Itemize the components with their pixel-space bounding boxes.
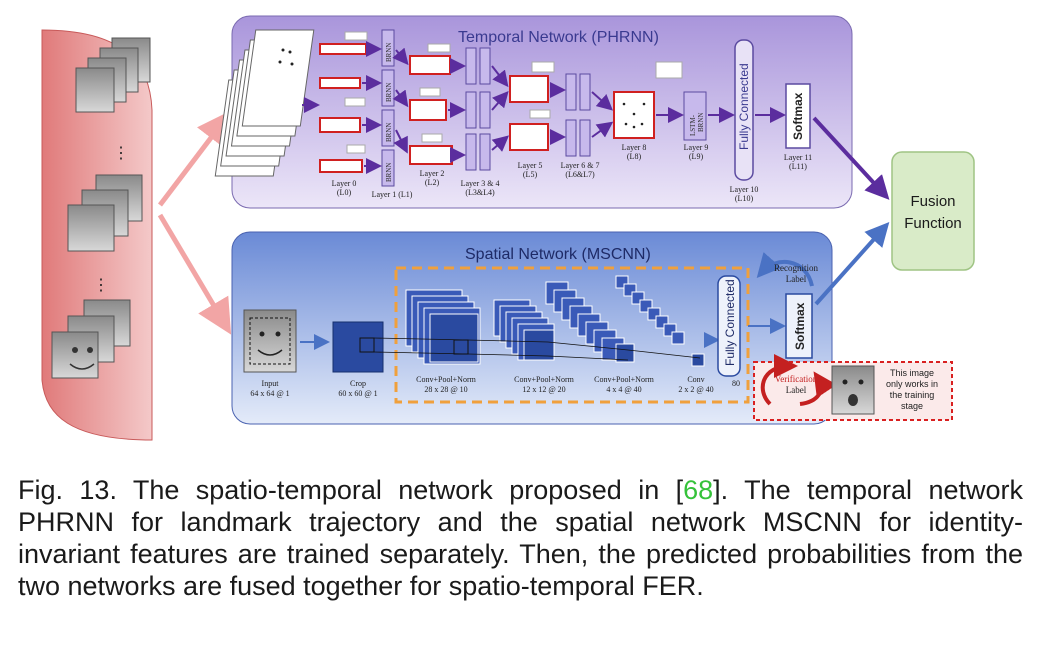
svg-text:Input: Input (262, 379, 280, 388)
svg-text:LSTM-: LSTM- (689, 114, 697, 136)
svg-text:Layer 6 & 7: Layer 6 & 7 (561, 161, 600, 170)
arrow-temporal-to-fusion (812, 116, 890, 200)
temporal-title: Temporal Network (PHRNN) (458, 29, 659, 46)
svg-text:(L10): (L10) (735, 194, 754, 203)
svg-text:Layer 2: Layer 2 (420, 169, 445, 178)
svg-text:60 x 60 @ 1: 60 x 60 @ 1 (338, 389, 377, 398)
svg-text:Softmax: Softmax (791, 92, 805, 140)
svg-text:(L11): (L11) (789, 162, 807, 171)
svg-text:⋮: ⋮ (113, 145, 129, 162)
input-face-sequence: ⋮ ⋮ (41, 29, 153, 441)
caption-prefix: Fig. 13. The spatio-temporal network pro… (18, 475, 684, 505)
svg-text:BRNN: BRNN (385, 123, 393, 142)
spatial-title: Spatial Network (MSCNN) (465, 246, 651, 263)
temporal-fc-layer (734, 39, 754, 181)
arrow-spatial-to-fusion (814, 222, 890, 306)
svg-text:only works in: only works in (886, 379, 938, 389)
svg-text:Fully Connected: Fully Connected (737, 63, 751, 150)
svg-text:Conv: Conv (687, 375, 704, 384)
svg-text:2 x 2 @ 40: 2 x 2 @ 40 (678, 385, 713, 394)
svg-text:(L8): (L8) (627, 152, 642, 161)
svg-text:Conv+Pool+Norm: Conv+Pool+Norm (594, 375, 654, 384)
svg-text:This image: This image (890, 368, 934, 378)
svg-text:(L9): (L9) (689, 152, 704, 161)
svg-text:12 x 12 @ 20: 12 x 12 @ 20 (522, 385, 565, 394)
svg-text:Layer 11: Layer 11 (784, 153, 812, 162)
svg-text:Layer 5: Layer 5 (518, 161, 543, 170)
svg-text:28 x 28 @ 10: 28 x 28 @ 10 (424, 385, 467, 394)
svg-text:Softmax: Softmax (793, 302, 807, 350)
svg-text:BRNN: BRNN (385, 43, 393, 62)
svg-text:Label: Label (786, 274, 807, 284)
svg-text:BRNN: BRNN (697, 113, 705, 132)
svg-text:Layer 8: Layer 8 (622, 143, 647, 152)
svg-text:Conv+Pool+Norm: Conv+Pool+Norm (416, 375, 476, 384)
svg-text:Function: Function (904, 215, 962, 232)
spatial-softmax (785, 293, 813, 359)
svg-text:Fusion: Fusion (910, 193, 955, 210)
reference-link[interactable]: 68 (683, 475, 714, 505)
figure-caption: Fig. 13. The spatio-temporal network pro… (18, 474, 1023, 602)
svg-text:the training: the training (890, 390, 935, 400)
verification-region: Verification Label This image only works… (753, 354, 953, 421)
arrow-to-temporal (158, 110, 233, 207)
architecture-diagram: ⋮ ⋮ Temporal Network (PHRNN) (41, 15, 975, 441)
svg-text:Layer 1 (L1): Layer 1 (L1) (372, 190, 413, 199)
svg-text:Label: Label (786, 385, 807, 395)
svg-text:(L3&L4): (L3&L4) (465, 188, 495, 197)
svg-text:Layer 0: Layer 0 (332, 179, 357, 188)
svg-text:BRNN: BRNN (385, 83, 393, 102)
svg-text:Crop: Crop (350, 379, 366, 388)
temporal-network-panel: Temporal Network (PHRNN) BRNN (214, 15, 853, 209)
landmark-frames (214, 29, 315, 177)
svg-text:80: 80 (732, 379, 740, 388)
svg-text:Recognition: Recognition (774, 263, 818, 273)
svg-text:(L0): (L0) (337, 188, 352, 197)
svg-text:BRNN: BRNN (385, 163, 393, 182)
spatial-network-panel: Spatial Network (MSCNN) (231, 231, 833, 425)
fusion-function-box: Fusion Function (891, 151, 975, 271)
svg-text:stage: stage (901, 401, 923, 411)
svg-text:Verification: Verification (775, 374, 818, 384)
verification-face (831, 365, 875, 415)
svg-text:⋮: ⋮ (93, 277, 109, 294)
svg-text:(L6&L7): (L6&L7) (565, 170, 595, 179)
svg-text:64 x 64 @ 1: 64 x 64 @ 1 (250, 389, 289, 398)
svg-text:Layer 9: Layer 9 (684, 143, 709, 152)
svg-text:(L5): (L5) (523, 170, 538, 179)
svg-text:4 x 4 @ 40: 4 x 4 @ 40 (606, 385, 641, 394)
svg-text:Fully Connected: Fully Connected (723, 279, 737, 366)
caption-suffix: ]. The temporal network PHRNN for landma… (18, 475, 1023, 601)
svg-text:Conv+Pool+Norm: Conv+Pool+Norm (514, 375, 574, 384)
temporal-softmax (785, 83, 811, 149)
svg-text:Layer 3 & 4: Layer 3 & 4 (461, 179, 500, 188)
arrow-to-spatial (157, 213, 232, 335)
spatial-fc-layer (717, 275, 741, 377)
spatial-input-face (243, 309, 297, 373)
cnn-region (394, 266, 750, 404)
svg-text:Layer 10: Layer 10 (730, 185, 759, 194)
svg-text:(L2): (L2) (425, 178, 440, 187)
